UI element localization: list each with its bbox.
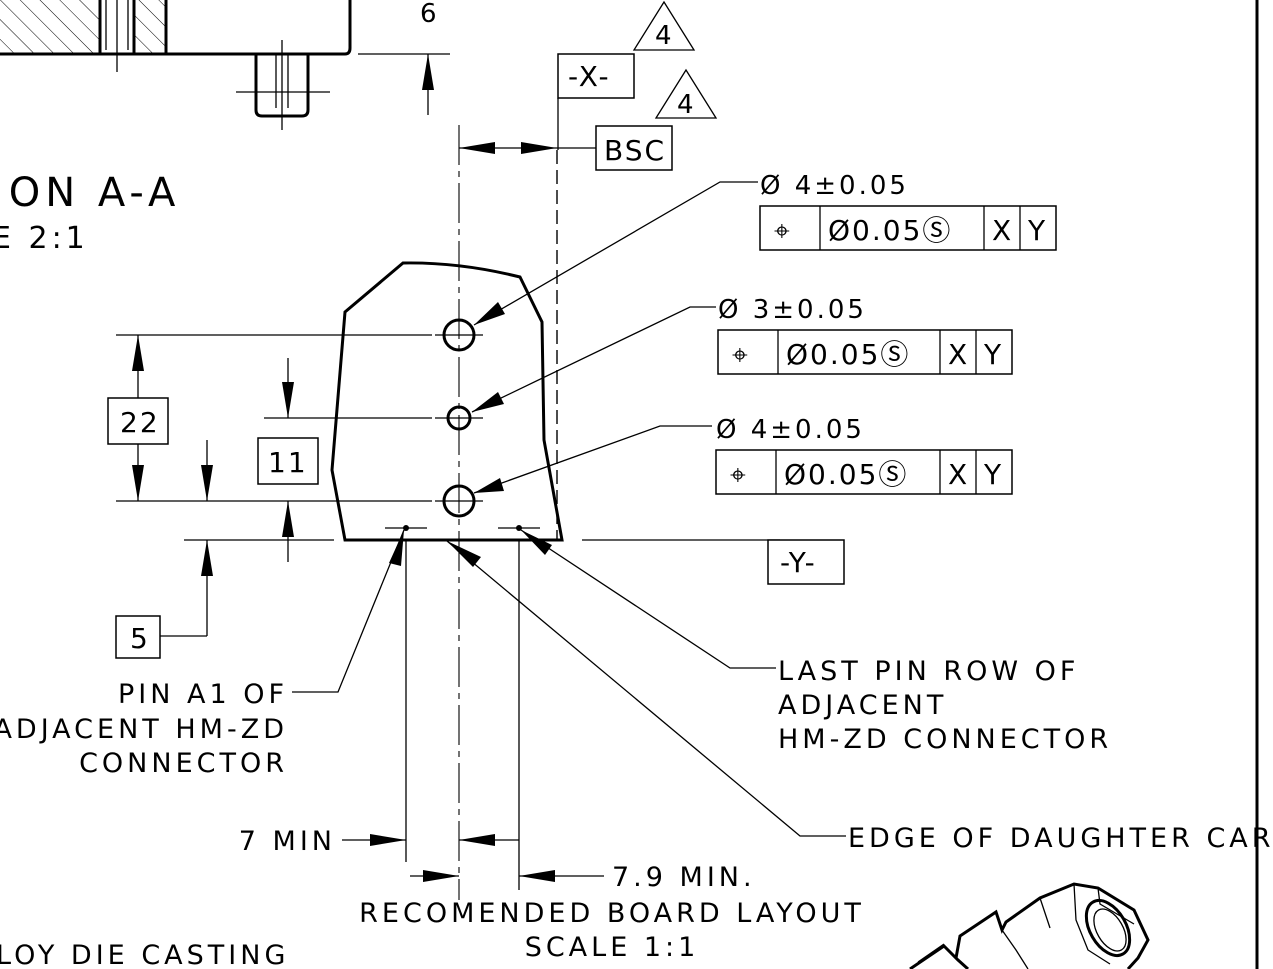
dimension-5-label: 5 <box>130 622 150 655</box>
hole-1-frame-datum-1: X <box>992 214 1013 247</box>
section-view-fragment <box>0 0 352 130</box>
last-pin-note: LAST PIN ROW OF ADJACENT HM-ZD CONNECTOR <box>520 529 1112 755</box>
isometric-view-fragment <box>909 882 1150 969</box>
datum-y-label: -Y- <box>780 546 817 579</box>
hole-callout-3: Ø 4±0.05 ⌖ Ø0.05Ⓢ X Y <box>473 415 1013 495</box>
section-title: ION A-A <box>0 170 180 216</box>
hole-3-frame-datum-2: Y <box>983 458 1003 491</box>
bsc-label: BSC <box>604 134 666 167</box>
hole-2-frame-datum-2: Y <box>983 338 1003 371</box>
hole-2-size: Ø 3±0.05 <box>718 295 867 325</box>
hole-3-frame-symbol: ⌖ <box>730 458 748 491</box>
dimension-5: 5 <box>115 440 334 659</box>
dimension-22: 22 <box>107 334 432 502</box>
last-pin-line-3: HM-ZD CONNECTOR <box>778 724 1112 755</box>
layout-title: RECOMENDED BOARD LAYOUT <box>359 898 865 929</box>
bottom-dimensions: 7 MIN 7.9 MIN. <box>239 540 756 893</box>
hole-2-frame-datum-1: X <box>948 338 969 371</box>
hole-1-frame-datum-2: Y <box>1027 214 1047 247</box>
dimension-7-9-min-label: 7.9 MIN. <box>612 862 756 893</box>
pin-a1-line-3: CONNECTOR <box>79 748 288 779</box>
datum-x-label: -X- <box>568 60 611 93</box>
pin-a1-note: PIN A1 OF ADJACENT HM-ZD CONNECTOR <box>0 529 405 779</box>
edge-note: EDGE OF DAUGHTER CARD <box>446 540 1273 854</box>
layout-scale: SCALE 1:1 <box>525 932 700 963</box>
dimension-11: 11 <box>257 358 432 562</box>
hole-callout-1: Ø 4±0.05 ⌖ Ø0.05Ⓢ X Y <box>473 171 1057 326</box>
part-outline <box>330 125 564 900</box>
hole-2-frame-tolerance: Ø0.05Ⓢ <box>786 338 910 371</box>
hole-1-frame-symbol: ⌖ <box>774 214 792 247</box>
bsc-flag-note: 4 <box>677 90 694 120</box>
hole-3-frame-datum-1: X <box>948 458 969 491</box>
hole-callout-2: Ø 3±0.05 ⌖ Ø0.05Ⓢ X Y <box>471 295 1013 413</box>
material-note: LOY DIE CASTING <box>0 940 289 969</box>
last-pin-line-2: ADJACENT <box>778 690 947 721</box>
datum-x-flag-note: 4 <box>655 21 672 51</box>
datum-y-group: -Y- <box>582 539 845 585</box>
pin-a1-line-2: ADJACENT HM-ZD <box>0 714 288 745</box>
hole-2-frame-symbol: ⌖ <box>732 338 750 371</box>
pin-a1-line-1: PIN A1 OF <box>118 679 288 710</box>
hole-1-frame-tolerance: Ø0.05Ⓢ <box>828 214 952 247</box>
last-pin-line-1: LAST PIN ROW OF <box>778 656 1079 687</box>
dimension-11-label: 11 <box>268 446 308 479</box>
top-dimension: 6 <box>358 0 450 115</box>
section-scale: E 2:1 <box>0 221 89 256</box>
hole-3-size: Ø 4±0.05 <box>716 415 865 445</box>
hole-1-size: Ø 4±0.05 <box>760 171 909 201</box>
dimension-22-label: 22 <box>120 406 160 439</box>
hole-3-frame-tolerance: Ø0.05Ⓢ <box>784 458 908 491</box>
edge-note-label: EDGE OF DAUGHTER CARD <box>848 823 1273 854</box>
dimension-6-label: 6 <box>420 0 437 29</box>
datum-x-group: -X- 4 BSC 4 <box>459 0 718 171</box>
dimension-7-min-label: 7 MIN <box>239 826 336 857</box>
